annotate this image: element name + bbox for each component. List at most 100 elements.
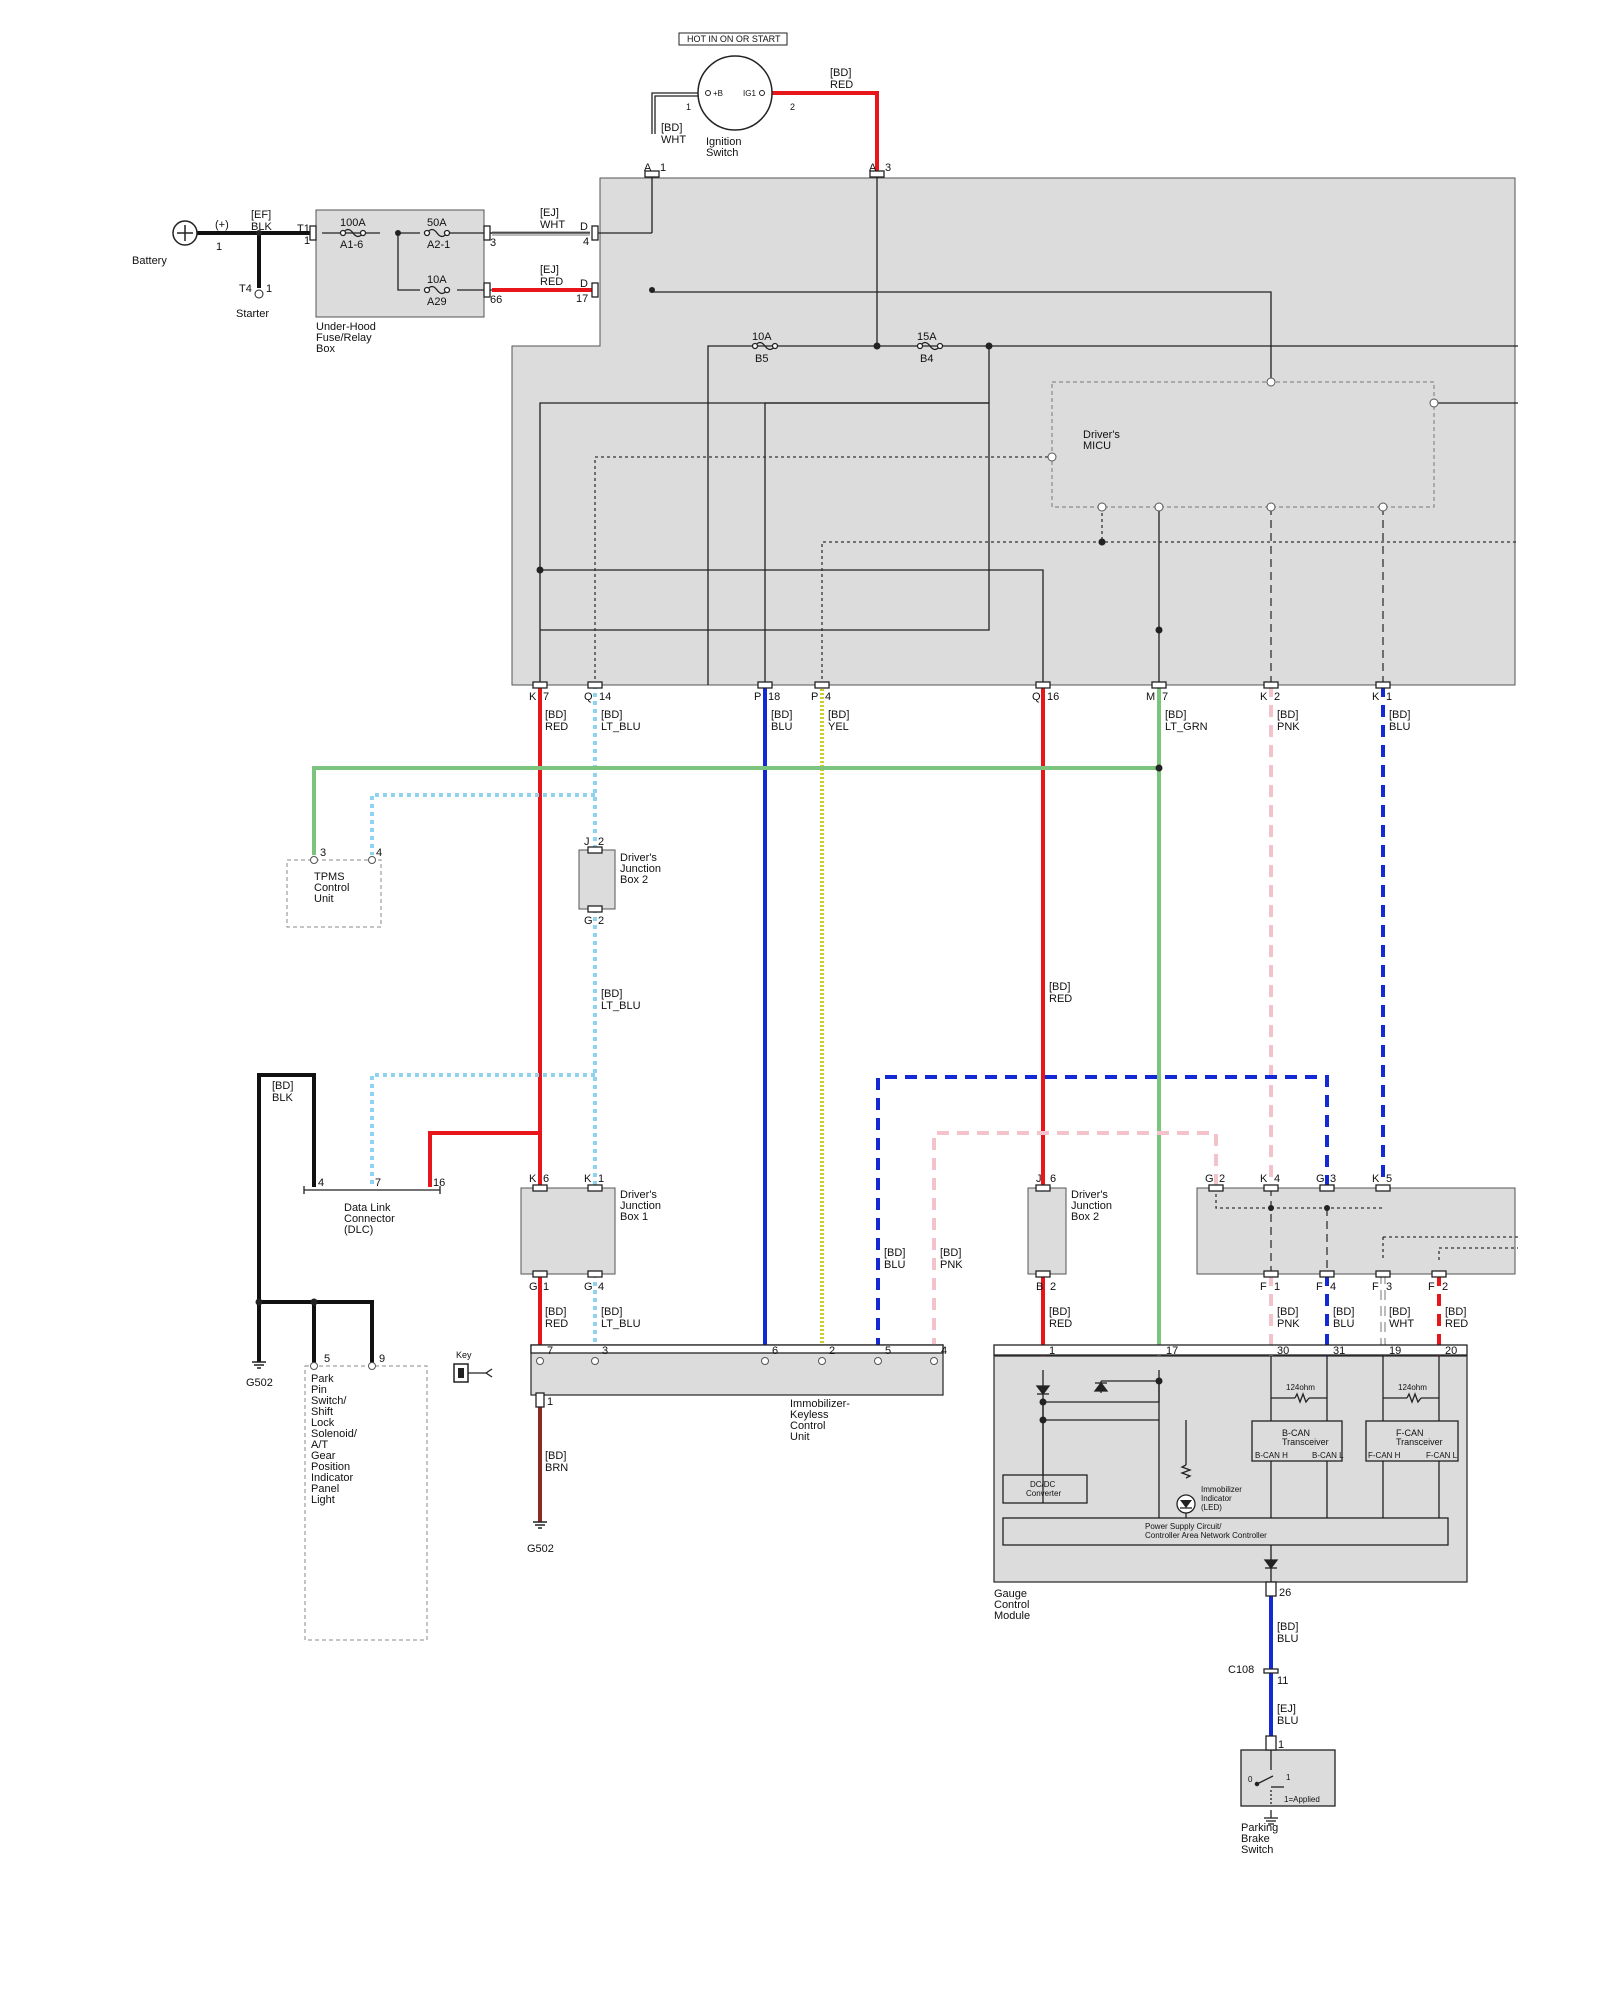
- wire-label: [EJ]: [540, 264, 559, 276]
- wire-label: BLU: [771, 721, 792, 733]
- svg-text:Indicator: Indicator: [311, 1472, 354, 1484]
- pin-label: P: [754, 691, 761, 703]
- pin-label: 1: [1386, 691, 1392, 703]
- wire-label: RED: [1445, 1318, 1468, 1330]
- wire-label: [BD]: [1277, 709, 1298, 721]
- pin-label: F: [1372, 1281, 1379, 1293]
- park-pin-label: Park Pin Switch/ Shift Lock Solenoid/ A/…: [311, 1373, 358, 1506]
- dlc-label: Connector: [344, 1213, 395, 1225]
- ignition-pin-b: [705, 90, 711, 96]
- pin-label: 6: [543, 1173, 549, 1185]
- pin-label: G: [529, 1281, 538, 1293]
- switch-label: 1=Applied: [1284, 1795, 1320, 1804]
- indicator-label: Immobilizer: [1201, 1485, 1242, 1494]
- pin-label: 7: [375, 1177, 381, 1189]
- pin-label: K: [1260, 1173, 1268, 1185]
- pin-label: 66: [490, 294, 502, 306]
- fuse-id: A1-6: [340, 239, 363, 251]
- pin-label: 1: [304, 235, 310, 247]
- key-icon: [453, 1363, 493, 1383]
- wire-label: [BD]: [1333, 1306, 1354, 1318]
- pin-label: 26: [1279, 1587, 1291, 1599]
- immobilizer-label: Control: [790, 1420, 825, 1432]
- dlc-label: (DLC): [344, 1224, 373, 1236]
- wire-tpms-ltblue: [370, 793, 595, 855]
- wire-label: [BD]: [545, 1306, 566, 1318]
- wire-label: RED: [1049, 1318, 1072, 1330]
- wire-label: [EJ]: [1277, 1703, 1296, 1715]
- wire-immo4-pink: [932, 1131, 1218, 1350]
- wire-label: BLU: [1333, 1318, 1354, 1330]
- svg-text:Solenoid/: Solenoid/: [311, 1428, 358, 1440]
- pin-label: 2: [829, 1345, 835, 1357]
- battery-label: Battery: [132, 255, 167, 267]
- fcan-label: F-CAN: [1396, 1428, 1424, 1438]
- pin-label: 4: [598, 1281, 604, 1293]
- wire-label: [BD]: [601, 988, 622, 1000]
- micu-label: Driver's: [1083, 429, 1120, 441]
- jb-label: Box 1: [620, 1211, 648, 1223]
- gauge-module-box: [993, 1355, 1468, 1583]
- dlc-label: Data Link: [344, 1202, 391, 1214]
- jb-label: Junction: [620, 1200, 661, 1212]
- pin-label: 30: [1277, 1345, 1289, 1357]
- bcan-label: B-CAN H: [1255, 1451, 1288, 1460]
- wire-label: [BD]: [1165, 709, 1186, 721]
- wire-label: [BD]: [1049, 1306, 1070, 1318]
- pin-label: 1: [1049, 1345, 1055, 1357]
- led-icon: [1176, 1494, 1196, 1514]
- switch-label: 0: [1248, 1775, 1253, 1784]
- pin-label: 4: [1330, 1281, 1336, 1293]
- battery-sign: (+): [215, 219, 229, 231]
- wire-label: [BD]: [1389, 709, 1410, 721]
- pin-label: 3: [320, 847, 326, 859]
- wire-red-ignition: [771, 91, 879, 173]
- pin-label: P: [811, 691, 818, 703]
- pin-label: 2: [1442, 1281, 1448, 1293]
- fuse-amp: 10A: [427, 274, 447, 286]
- svg-text:Light: Light: [311, 1494, 335, 1506]
- pin-label: 17: [1166, 1345, 1178, 1357]
- starter-pin: 1: [266, 283, 272, 295]
- pin-label: 5: [885, 1345, 891, 1357]
- pin-label: A: [869, 162, 877, 174]
- starter-label: Starter: [236, 308, 269, 320]
- pin-label: 4: [376, 847, 382, 859]
- resistor-label: 124ohm: [1398, 1383, 1427, 1392]
- wire-label: [BD]: [884, 1247, 905, 1259]
- wire-label: BLU: [884, 1259, 905, 1271]
- ignition-pin-b-label: +B: [713, 89, 723, 98]
- wire-label: [BD]: [661, 122, 682, 134]
- wire-label: WHT: [661, 134, 686, 146]
- psc-label: Controller Area Network Controller: [1145, 1531, 1267, 1540]
- pin-label: 16: [1047, 691, 1059, 703]
- svg-text:Shift: Shift: [311, 1406, 333, 1418]
- pin-label: G: [584, 1281, 593, 1293]
- pin-label: M: [1146, 691, 1155, 703]
- pin-label: 7: [547, 1345, 553, 1357]
- right-relay-box: [1196, 1187, 1516, 1275]
- fuse-amp: 50A: [427, 217, 447, 229]
- parking-brake-switch-box: [1240, 1749, 1336, 1807]
- pin-label: 2: [598, 836, 604, 848]
- ignition-p1: 1: [686, 102, 691, 112]
- pin-label: 1: [1278, 1739, 1284, 1751]
- pin-label: 4: [825, 691, 831, 703]
- fusebox-label: Fuse/Relay: [316, 332, 372, 344]
- gauge-label: Module: [994, 1610, 1030, 1622]
- pin-label: F: [1428, 1281, 1435, 1293]
- wire-label: [BD]: [601, 709, 622, 721]
- wire-label: PNK: [1277, 1318, 1300, 1330]
- c108-label: C108: [1228, 1664, 1254, 1676]
- jb-label: Junction: [620, 863, 661, 875]
- pin-label: 1: [660, 162, 666, 174]
- jb-label: Box 2: [620, 874, 648, 886]
- wire-label: PNK: [1277, 721, 1300, 733]
- ground-icon: [252, 1361, 547, 1529]
- fuse-id: A2-1: [427, 239, 450, 251]
- svg-text:Park: Park: [311, 1373, 334, 1385]
- pin-label: B: [1036, 1281, 1043, 1293]
- pin-label: 5: [1386, 1173, 1392, 1185]
- under-dash-fuse-box: [511, 177, 1516, 686]
- pin-label: 4: [1274, 1173, 1280, 1185]
